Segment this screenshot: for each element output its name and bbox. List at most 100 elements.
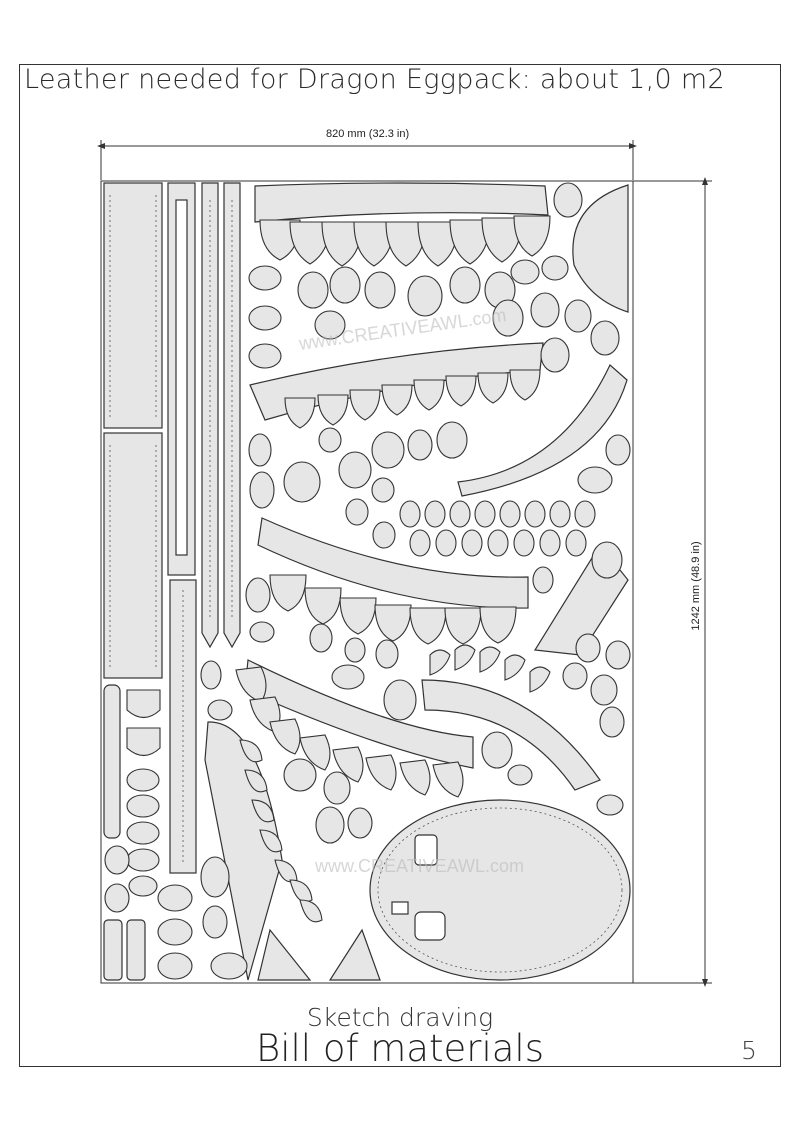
scale-piece (407, 275, 443, 317)
scale-piece (128, 875, 158, 897)
scale-piece (590, 674, 618, 706)
scale-piece (200, 856, 230, 898)
scale-piece (381, 384, 413, 416)
scale-piece (269, 574, 307, 612)
scale-piece (477, 372, 509, 404)
scale-piece (314, 310, 346, 340)
scale-piece (329, 266, 361, 304)
scale-piece (413, 379, 445, 411)
buckle-piece (103, 919, 123, 981)
scale-piece (372, 521, 396, 549)
scale-piece (435, 529, 457, 557)
scale-piece (399, 500, 421, 528)
scale-piece (499, 500, 521, 528)
scale-piece (605, 434, 631, 466)
scale-band (254, 182, 549, 223)
scale-piece (436, 421, 468, 459)
scale-piece (504, 654, 526, 681)
strap-piece (103, 432, 163, 679)
scale-piece (284, 397, 316, 429)
width-dimension-line (97, 140, 637, 180)
cutting-layout-diagram: www.CREATIVEAWL.com www.CREATIVEAWL.com (97, 140, 712, 987)
scale-piece (210, 952, 248, 980)
scale-piece (283, 461, 321, 503)
scale-piece (524, 500, 546, 528)
scale-pieces (104, 182, 631, 980)
scale-piece (509, 369, 541, 401)
scale-piece (383, 679, 417, 721)
scale-piece (248, 305, 282, 331)
scale-piece (530, 292, 560, 328)
egg-closure-tabs (391, 834, 446, 941)
scale-piece (104, 883, 130, 913)
scale-piece (248, 433, 272, 467)
scale-piece (532, 566, 554, 594)
scale-piece (590, 320, 620, 356)
scale-piece (461, 529, 483, 557)
scale-piece (445, 375, 477, 407)
drawing-subtitle: Sketch draving (306, 1003, 494, 1032)
scale-piece (200, 660, 222, 690)
scale-piece (605, 640, 631, 670)
scale-band (244, 659, 474, 769)
scale-piece (244, 769, 268, 793)
scale-piece (399, 759, 431, 796)
scale-piece (375, 639, 399, 669)
scale-piece (347, 807, 373, 839)
scale-piece (274, 859, 298, 883)
width-dimension-label: 820 mm (32.3 in) (326, 128, 410, 140)
scale-piece (449, 500, 471, 528)
scale-piece (126, 794, 160, 818)
scale-piece (126, 848, 160, 872)
buckle-piece (126, 919, 146, 981)
scale-piece (479, 646, 501, 673)
scale-piece (126, 689, 161, 719)
triangle-piece (257, 928, 312, 981)
scale-piece (564, 299, 592, 333)
scale-piece (492, 299, 524, 337)
scale-band (421, 679, 601, 791)
scale-piece (424, 500, 446, 528)
scale-piece (454, 644, 476, 671)
scale-piece (349, 389, 381, 421)
scale-piece (251, 799, 275, 823)
scale-piece (540, 337, 570, 373)
scale-piece (315, 806, 345, 844)
scale-piece (259, 829, 283, 853)
stitch-lines (109, 195, 623, 973)
scale-piece (365, 754, 397, 791)
strap-piece (175, 199, 188, 556)
scale-piece (507, 764, 533, 786)
triangle-piece (328, 928, 381, 981)
scale-piece (126, 821, 160, 845)
scale-piece (249, 471, 275, 509)
scale-piece (318, 427, 342, 453)
scale-piece (207, 699, 233, 721)
scale-piece (539, 529, 561, 557)
scale-piece (289, 879, 313, 903)
strap-piece (103, 182, 163, 429)
scale-piece (344, 637, 366, 663)
scale-piece (479, 606, 517, 644)
scale-piece (248, 343, 282, 369)
scale-piece (541, 255, 569, 281)
scale-piece (449, 266, 481, 304)
scale-piece (126, 768, 160, 792)
egg-panel (369, 799, 631, 981)
scale-piece (562, 662, 588, 690)
scale-piece (371, 477, 395, 503)
page-title: Leather needed for Dragon Eggpack: about… (24, 64, 725, 95)
scale-piece (297, 271, 329, 309)
scale-piece (429, 649, 451, 676)
scale-piece (596, 794, 624, 816)
scale-piece (574, 500, 596, 528)
scale-piece (269, 718, 301, 755)
scale-piece (202, 905, 228, 939)
scale-piece (364, 271, 396, 309)
scale-piece (371, 431, 405, 469)
scale-piece (345, 498, 369, 526)
scale-piece (565, 529, 587, 557)
section-heading: Bill of materials (256, 1027, 544, 1070)
scale-piece (323, 771, 351, 805)
scale-piece (549, 500, 571, 528)
